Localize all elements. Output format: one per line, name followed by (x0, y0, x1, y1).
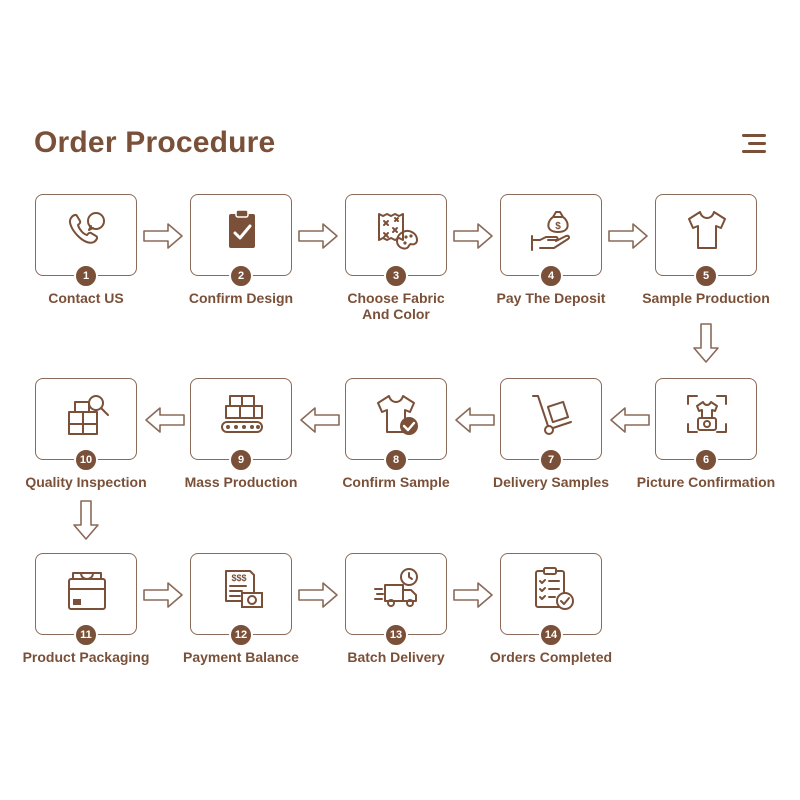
step-box-4: $ (500, 194, 602, 276)
hamburger-menu-icon[interactable] (738, 133, 766, 157)
clipboard-check-icon (229, 209, 255, 248)
camera-tshirt-scan-icon (687, 395, 727, 433)
step-number-badge: 7 (539, 448, 563, 472)
fast-truck-clock-icon (374, 568, 418, 607)
step-label: Quality Inspection (25, 474, 147, 490)
step-box-10 (35, 378, 137, 460)
step-number-badge: 1 (74, 264, 98, 288)
step-number-badge: 4 (539, 264, 563, 288)
flow-arrow-right (452, 221, 496, 251)
step-label: Confirm Design (188, 290, 294, 306)
flow-arrow-left (452, 405, 496, 435)
step-box-13 (345, 553, 447, 635)
flow-arrow-right (142, 580, 186, 610)
page-title: Order Procedure (34, 126, 276, 159)
step-box-7 (500, 378, 602, 460)
step-box-3 (345, 194, 447, 276)
step-box-1 (35, 194, 137, 276)
step-label: Confirm Sample (342, 474, 450, 490)
flow-arrow-right (142, 221, 186, 251)
step-label: Contact US (48, 290, 124, 306)
step-number-badge: 5 (694, 264, 718, 288)
step-label: Delivery Samples (493, 474, 609, 490)
flow-arrow-left (297, 405, 341, 435)
tshirt-icon (688, 211, 726, 249)
flow-arrow-left (607, 405, 651, 435)
step-label: Picture Confirmation (636, 474, 776, 490)
hand-truck-icon (532, 395, 572, 435)
step-label: Choose Fabric And Color (347, 290, 445, 322)
tshirt-check-icon (377, 395, 418, 435)
step-label: Sample Production (642, 290, 770, 306)
step-number-badge: 9 (229, 448, 253, 472)
step-number-badge: 11 (74, 623, 98, 647)
step-box-12: $$$ (190, 553, 292, 635)
flow-arrow-right (607, 221, 651, 251)
flow-arrow-down (691, 322, 721, 366)
fabric-palette-icon (378, 213, 418, 250)
step-number-badge: 8 (384, 448, 408, 472)
step-number-badge: 2 (229, 264, 253, 288)
step-label: Batch Delivery (347, 649, 445, 665)
svg-text:$: $ (555, 221, 561, 232)
step-box-14 (500, 553, 602, 635)
folded-shirt-box-icon (68, 572, 106, 610)
step-box-9 (190, 378, 292, 460)
step-label: Mass Production (184, 474, 298, 490)
step-box-5 (655, 194, 757, 276)
step-label: Payment Balance (183, 649, 299, 665)
step-label: Pay The Deposit (496, 290, 606, 306)
checklist-clipboard-icon (535, 567, 574, 610)
invoice-cash-icon: $$$ (225, 570, 263, 608)
step-label: Orders Completed (489, 649, 613, 665)
flow-arrow-right (452, 580, 496, 610)
flow-arrow-right (297, 221, 341, 251)
svg-text:$$$: $$$ (231, 573, 246, 583)
step-number-badge: 13 (384, 623, 408, 647)
flow-arrow-left (142, 405, 186, 435)
step-label: Product Packaging (22, 649, 150, 665)
step-number-badge: 14 (539, 623, 563, 647)
flow-arrow-right (297, 580, 341, 610)
phone-chat-icon (68, 212, 105, 244)
step-number-badge: 12 (229, 623, 253, 647)
boxes-magnifier-icon (68, 395, 109, 435)
conveyor-boxes-icon (221, 395, 263, 433)
step-number-badge: 6 (694, 448, 718, 472)
step-number-badge: 3 (384, 264, 408, 288)
step-number-badge: 10 (74, 448, 98, 472)
flow-arrow-down (71, 499, 101, 543)
step-box-2 (190, 194, 292, 276)
money-bag-hand-icon: $ (531, 211, 571, 251)
